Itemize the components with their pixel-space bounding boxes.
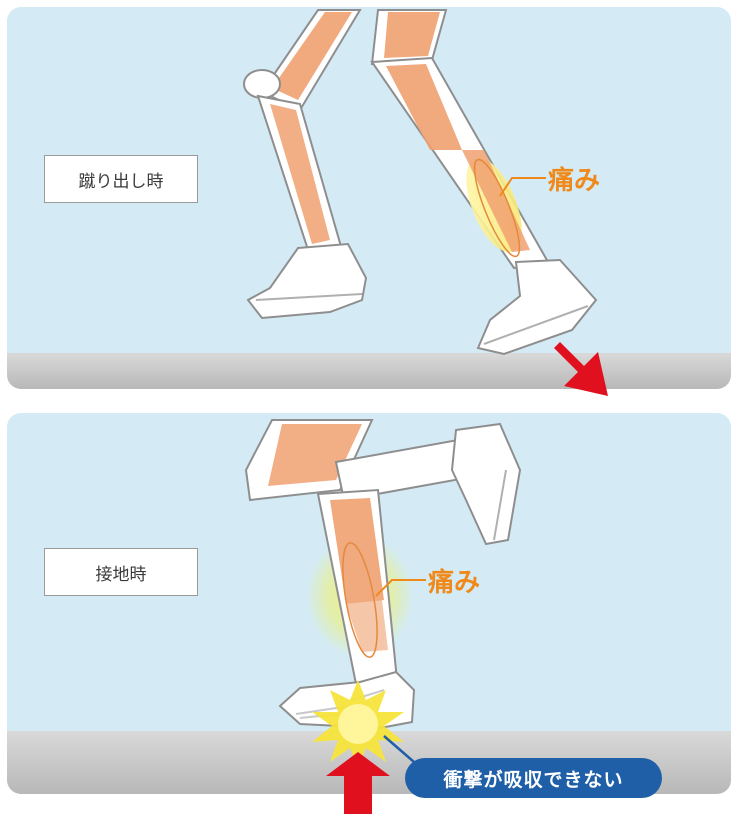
pain-label-kickoff: 痛み bbox=[548, 160, 600, 197]
kickoff-label: 蹴り出し時 bbox=[44, 155, 198, 203]
floor bbox=[7, 353, 731, 389]
landing-panel bbox=[7, 413, 731, 794]
impact-note-badge: 衝撃が吸収できない bbox=[405, 758, 662, 798]
landing-label: 接地時 bbox=[44, 548, 198, 596]
pain-label-landing: 痛み bbox=[428, 562, 480, 599]
